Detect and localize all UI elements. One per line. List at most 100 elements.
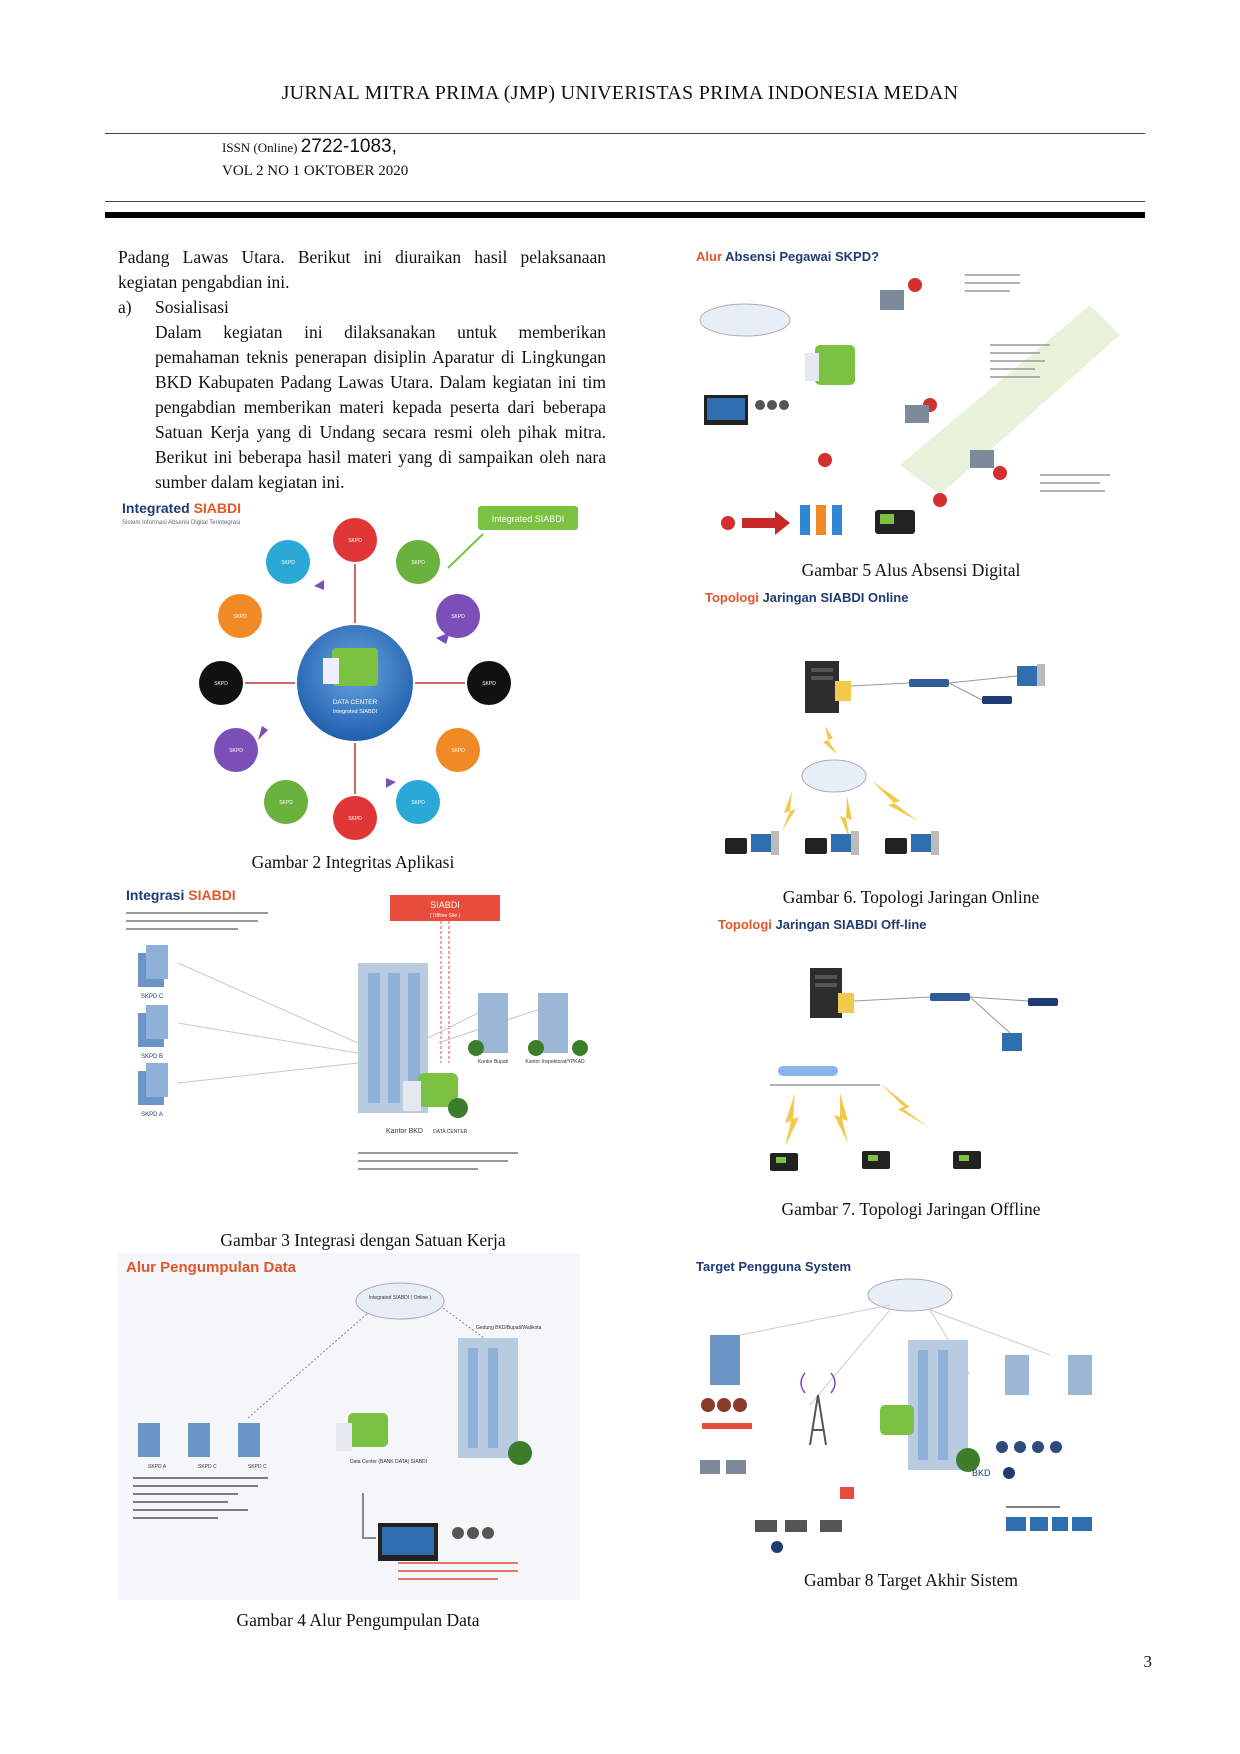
figure-2: Integrated SIABDI Sistem Informasi Absen… <box>118 498 588 843</box>
skpd-node <box>218 594 262 638</box>
process-band <box>900 305 1120 495</box>
svg-text:SKPD: SKPD <box>451 748 465 754</box>
svg-text:SKPD: SKPD <box>451 614 465 620</box>
svg-text:SKPD C: SKPD C <box>248 1464 267 1470</box>
svg-text:Kantor Bupati: Kantor Bupati <box>478 1059 508 1065</box>
router-icon <box>982 696 1012 704</box>
skpd-node <box>333 796 377 840</box>
skpd-node <box>214 728 258 772</box>
svg-text:SKPD C: SKPD C <box>141 994 164 1000</box>
skpd-node <box>396 780 440 824</box>
cloud-icon <box>355 1282 445 1320</box>
cloud-icon <box>699 303 791 337</box>
figure-8: Target Pengguna System BKD <box>690 1255 1130 1560</box>
svg-text:SKPD A: SKPD A <box>148 1464 167 1470</box>
figure-2-subtitle: Sistem Informasi Absensi Digital Terinte… <box>122 520 241 526</box>
integrated-siabdi-badge <box>478 506 578 530</box>
skpd-buildings <box>138 1423 260 1457</box>
tower-icon <box>809 1394 827 1446</box>
database-icon <box>815 345 855 385</box>
office-buildings <box>478 993 568 1053</box>
svg-text:SKPD: SKPD <box>482 681 496 687</box>
flow-arrow <box>742 511 790 535</box>
header-divider-thin <box>105 201 1145 202</box>
attendance-machines <box>725 831 939 855</box>
svg-text:DATA CENTER: DATA CENTER <box>333 699 378 706</box>
database-icon <box>418 1073 458 1107</box>
wireless-bolts <box>782 726 918 840</box>
cloud-icon <box>867 1278 953 1312</box>
skpd-node <box>396 540 440 584</box>
svg-text:SKPD B: SKPD B <box>141 1054 163 1060</box>
server-icon <box>403 1081 421 1111</box>
skpd-buildings <box>138 945 168 1105</box>
badge-arrow <box>447 533 484 569</box>
figure-6: Topologi Jaringan SIABDI Online <box>697 586 1077 876</box>
figure-8-caption: Gambar 8 Target Akhir Sistem <box>804 1570 1018 1590</box>
svg-text:SKPD: SKPD <box>411 560 425 566</box>
switch-icon <box>930 993 970 1001</box>
flashdisk-icon <box>778 1066 838 1076</box>
skpd-nodes <box>199 518 511 840</box>
svg-text:SKPD: SKPD <box>279 800 293 806</box>
database-icon <box>348 1413 388 1447</box>
officials-icons <box>996 1441 1062 1453</box>
people-icons <box>452 1527 494 1539</box>
client-pc <box>1017 666 1037 686</box>
skpd-node <box>467 661 511 705</box>
figure-4-title: Alur Pengumpulan Data <box>126 1259 297 1276</box>
figure-2-diagram: Integrated SIABDI DATA CENTER Integrated… <box>199 506 578 840</box>
figure-8-title: Target Pengguna System <box>696 1259 852 1274</box>
figure-8-diagram: BKD <box>700 1278 1092 1553</box>
svg-text:SKPD: SKPD <box>233 614 247 620</box>
page-number: 3 <box>1143 1652 1153 1671</box>
skpd-node <box>264 780 308 824</box>
figure-7: Topologi Jaringan SIABDI Off-line <box>710 913 1100 1193</box>
figure-3: Integrasi SIABDI SIABDI ( Offline Site )… <box>118 883 608 1183</box>
figure-2-title: Integrated SIABDI <box>122 500 242 516</box>
svg-text:Data Center (BANK DATA) SIABDI: Data Center (BANK DATA) SIABDI <box>350 1459 427 1465</box>
sosialisasi-paragraph: Dalam kegiatan ini dilaksanakan untuk me… <box>155 322 606 492</box>
figure-6-title: Topologi Jaringan SIABDI Online <box>705 590 909 605</box>
svg-text:BKD: BKD <box>972 1468 991 1478</box>
issn-number: 2722-1083, <box>300 136 397 157</box>
header-divider <box>105 133 1145 134</box>
figure-5-title: Alur Absensi Pegawai SKPD? <box>696 249 880 264</box>
svg-text:SKPD A: SKPD A <box>141 1112 163 1118</box>
figure-6-diagram <box>725 661 1045 855</box>
badge-text: Integrated SIABDI <box>492 514 565 524</box>
curved-arrows <box>258 580 450 788</box>
database-icon <box>880 1405 914 1435</box>
device-icons <box>1006 1517 1092 1531</box>
figure-3-title: Integrasi SIABDI <box>126 887 236 903</box>
cloud-icon <box>801 759 867 793</box>
router-icon <box>1028 998 1058 1006</box>
server-icon <box>336 1423 352 1451</box>
svg-text:SKPD: SKPD <box>348 816 362 822</box>
siabdi-badge <box>390 895 500 921</box>
figure-2-caption: Gambar 2 Integritas Aplikasi <box>251 852 455 872</box>
skpd-node <box>199 661 243 705</box>
figure-4: Alur Pengumpulan Data Integrated SIABDI … <box>118 1253 580 1600</box>
figure-6-caption: Gambar 6. Topologi Jaringan Online <box>782 887 1040 907</box>
switch-icon <box>909 679 949 687</box>
issn-label: ISSN (Online) <box>222 140 298 155</box>
skpd-node <box>266 540 310 584</box>
skpd-node <box>333 518 377 562</box>
body-text: Padang Lawas Utara. Berikut ini diuraika… <box>118 245 606 495</box>
database-icon <box>332 648 378 686</box>
header-divider-thick <box>105 212 1145 218</box>
svg-text:DATA CENTER: DATA CENTER <box>433 1129 468 1135</box>
server-icon <box>323 658 339 684</box>
skpd-node <box>436 594 480 638</box>
figure-7-diagram <box>770 968 1058 1171</box>
figure-5-caption: Gambar 5 Alus Absensi Digital <box>801 560 1021 580</box>
figure-7-title: Topologi Jaringan SIABDI Off-line <box>718 917 927 932</box>
figure-3-caption: Gambar 3 Integrasi dengan Satuan Kerja <box>220 1230 506 1250</box>
figure-4-diagram: Integrated SIABDI ( Online ) SKPD A SKPD… <box>133 1282 542 1580</box>
svg-text:SKPD: SKPD <box>214 681 228 687</box>
svg-text:SKPD: SKPD <box>229 748 243 754</box>
svg-text:Kantor Inspektorat/YPKAD: Kantor Inspektorat/YPKAD <box>525 1059 585 1065</box>
operator-icons <box>880 290 994 468</box>
skpd-building <box>710 1335 740 1385</box>
